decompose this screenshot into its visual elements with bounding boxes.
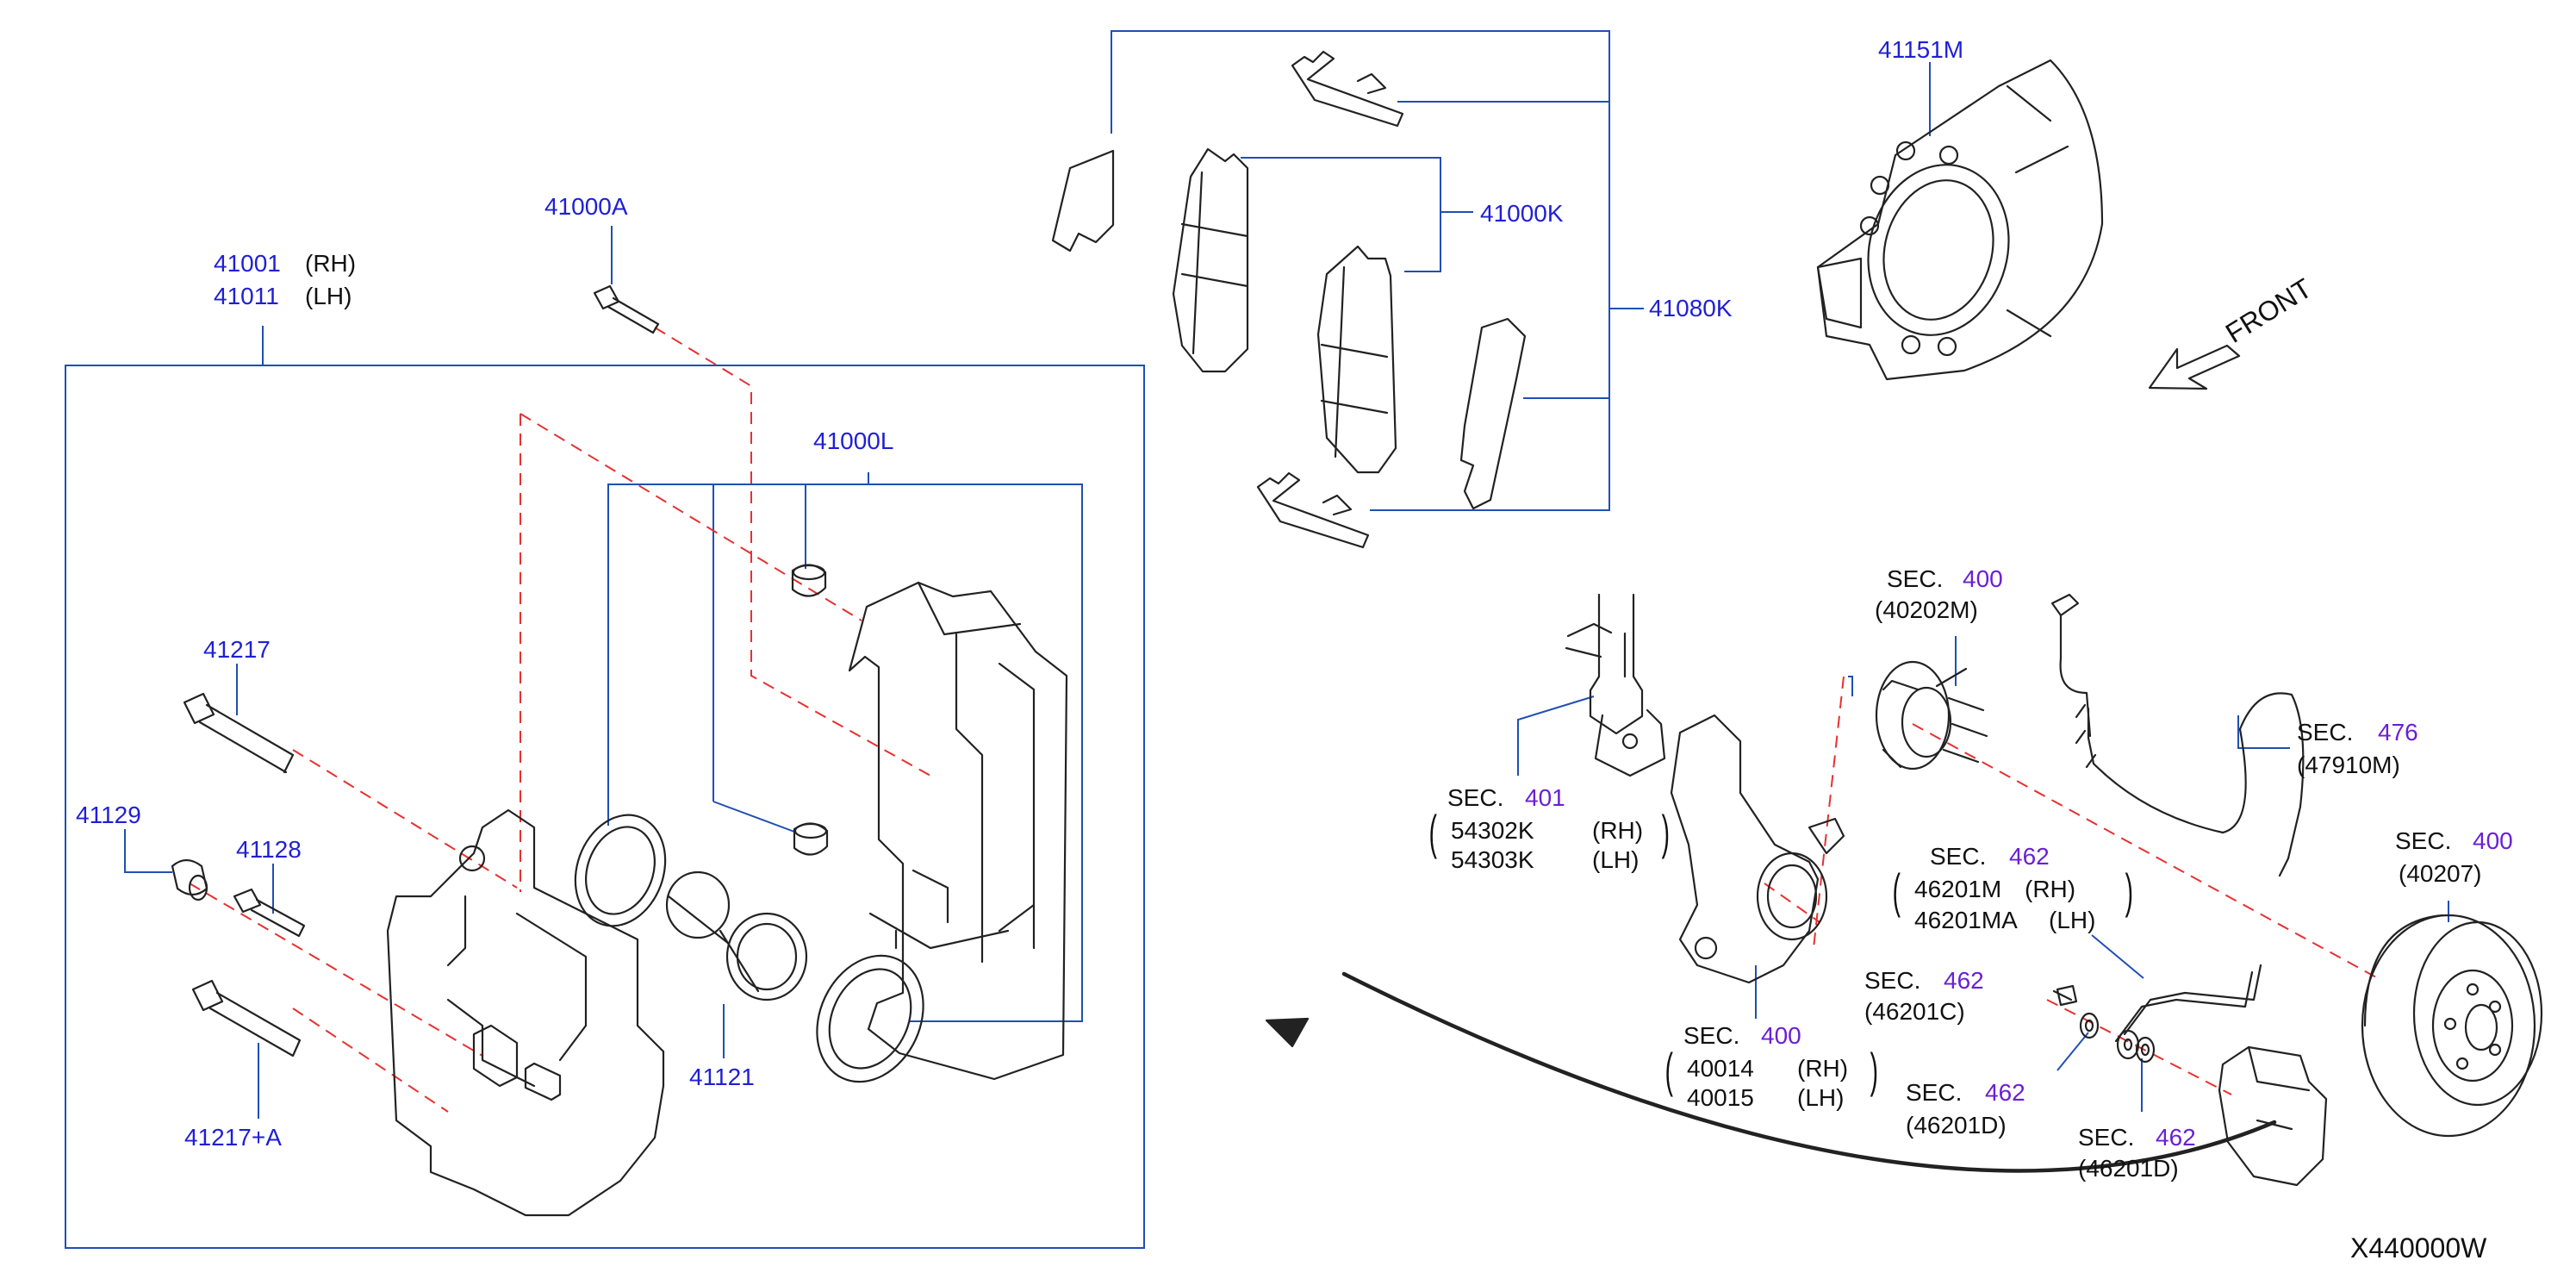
- sec-washer1-code: (46201D): [1906, 1112, 2007, 1139]
- sec-rotor-code: (40207): [2399, 860, 2482, 887]
- sec-knuckle-label: SEC.: [1683, 1022, 1740, 1049]
- sec-hose-code-lh: 46201MA: [1914, 907, 2018, 933]
- sec-washer1-label: SEC.: [1906, 1079, 1963, 1106]
- brake-pad-outer: [1172, 147, 1249, 373]
- knuckle-close-paren: ): [1870, 1043, 1878, 1097]
- lh-label: (LH): [305, 283, 352, 309]
- guide-pin-41217A: [191, 979, 302, 1058]
- brake-pad-inner: [1316, 245, 1397, 474]
- steering-knuckle: [1670, 714, 1845, 984]
- sec-bolt-code: (46201C): [1864, 998, 1965, 1025]
- drawing-code: X440000W: [2350, 1232, 2487, 1263]
- caliper-small: [2218, 1045, 2328, 1187]
- front-arrow-icon: [2148, 344, 2241, 390]
- sec-sensor-number[interactable]: 476: [2378, 719, 2418, 746]
- bushing-lower: [793, 822, 829, 856]
- sec-hub-label: SEC.: [1887, 565, 1944, 592]
- hose-open-paren: (: [1892, 864, 1901, 918]
- caliper-bracket: [848, 581, 1068, 1081]
- sec-strut-label: SEC.: [1447, 784, 1504, 811]
- bracket-41000L: [607, 484, 1083, 1022]
- assembly-arrow-icon: [1265, 971, 2277, 1173]
- sec-strut-rh: (RH): [1592, 817, 1644, 844]
- washer-3: [2135, 1036, 2156, 1064]
- sec-washer1-number[interactable]: 462: [1985, 1079, 2025, 1106]
- sec-knuckle-code-rh: 40014: [1687, 1055, 1754, 1082]
- knuckle-open-paren: (: [1664, 1043, 1673, 1097]
- sec-hub-number[interactable]: 400: [1963, 565, 2003, 592]
- piston-seal: [574, 814, 667, 927]
- boot-41129: [171, 858, 208, 902]
- washer-2: [2116, 1029, 2140, 1060]
- sec-strut-code-rh: 54302K: [1451, 817, 1534, 844]
- sec-strut-number[interactable]: 401: [1525, 784, 1565, 811]
- splash-shield: [1816, 59, 2104, 381]
- part-41217[interactable]: 41217: [203, 636, 271, 663]
- sec-sensor-code: (47910M): [2297, 752, 2400, 778]
- pad-shim-lower: [1459, 317, 1527, 510]
- leader-41129: [124, 829, 172, 873]
- rh-label: (RH): [305, 250, 357, 277]
- part-41151M[interactable]: 41151M: [1878, 36, 1964, 63]
- bleeder-41128: [233, 888, 306, 938]
- pad-shim-upper: [1051, 149, 1115, 253]
- sec-strut-code-lh: 54303K: [1451, 846, 1534, 873]
- guide-pin-41217: [183, 692, 295, 774]
- anti-rattle-clip-lower: [1256, 471, 1370, 549]
- part-41080K[interactable]: 41080K: [1649, 295, 1733, 321]
- sec-washer2-code: (46201D): [2078, 1155, 2179, 1182]
- sec-strut-lh: (LH): [1592, 846, 1640, 873]
- sec-hose-label: SEC.: [1930, 843, 1987, 870]
- sec-knuckle-rh: (RH): [1797, 1055, 1849, 1082]
- sec-knuckle-number[interactable]: 400: [1761, 1022, 1801, 1049]
- bracket-41000K: [1241, 157, 1441, 272]
- caliper-assembly-frame: [65, 365, 1145, 1249]
- bracket-41080K: [1111, 30, 1610, 511]
- part-41000A[interactable]: 41000A: [544, 193, 628, 220]
- part-41129[interactable]: 41129: [76, 802, 141, 828]
- sec-knuckle-code-lh: 40015: [1687, 1084, 1754, 1111]
- hose-close-paren: ): [2125, 864, 2133, 918]
- part-41128[interactable]: 41128: [236, 836, 302, 863]
- centerline-caliper-bolt: [654, 327, 931, 777]
- sec-hose-number[interactable]: 462: [2009, 843, 2050, 870]
- sec-rotor-number[interactable]: 400: [2473, 827, 2513, 854]
- sec-bolt-number[interactable]: 462: [1944, 967, 1984, 994]
- wheel-hub: [1875, 660, 1988, 771]
- part-41000K[interactable]: 41000K: [1480, 200, 1564, 227]
- sec-bolt-label: SEC.: [1864, 967, 1921, 994]
- caliper-body: [386, 808, 665, 1217]
- part-41000L[interactable]: 41000L: [813, 427, 894, 454]
- dust-boot: [816, 954, 924, 1083]
- part-41121[interactable]: 41121: [689, 1064, 755, 1090]
- part-41001[interactable]: 41001: [214, 250, 281, 277]
- sec-washer2-number[interactable]: 462: [2156, 1124, 2196, 1151]
- washer-1: [2079, 1012, 2100, 1039]
- part-41011[interactable]: 41011: [214, 283, 279, 309]
- sec-hub-code: (40202M): [1875, 596, 1978, 623]
- sec-knuckle-lh: (LH): [1797, 1084, 1845, 1111]
- sec-sensor-label: SEC.: [2297, 719, 2354, 746]
- sec-hose-rh: (RH): [2025, 876, 2076, 902]
- piston-41121: [665, 870, 808, 1001]
- bushing-upper: [791, 564, 827, 597]
- strut-open-paren: (: [1428, 805, 1437, 859]
- strut-assembly: [1565, 593, 1666, 777]
- strut-close-paren: ): [1661, 805, 1670, 859]
- part-41217A[interactable]: 41217+A: [184, 1124, 282, 1151]
- bolt-41000A: [593, 284, 660, 334]
- brake-hose: [2052, 964, 2262, 1043]
- anti-rattle-clip-upper: [1291, 50, 1404, 128]
- brake-rotor: [2361, 914, 2543, 1138]
- wheel-speed-sensor: [2050, 593, 2305, 877]
- sec-hose-code-rh: 46201M: [1914, 876, 2002, 902]
- sec-hose-lh: (LH): [2049, 907, 2096, 933]
- sec-rotor-label: SEC.: [2395, 827, 2452, 854]
- sec-washer2-label: SEC.: [2078, 1124, 2135, 1151]
